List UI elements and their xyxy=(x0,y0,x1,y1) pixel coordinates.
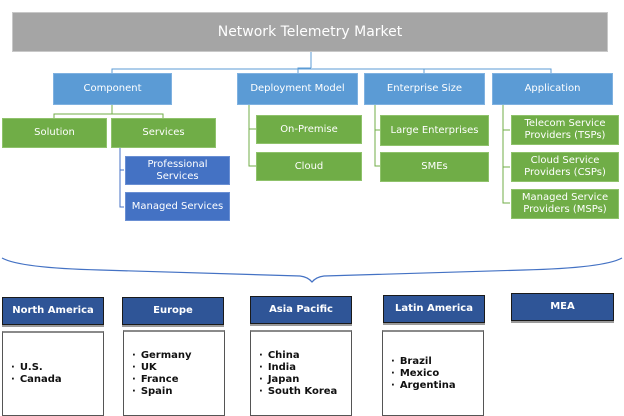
market-title: Network Telemetry Market xyxy=(12,12,608,52)
country-item: South Korea xyxy=(259,386,337,398)
category-component: Component xyxy=(53,73,172,105)
region-latin-america: Latin America xyxy=(383,295,485,323)
countries-asia-pacific: China India Japan South Korea xyxy=(250,330,352,416)
countries-north-america: U.S. Canada xyxy=(2,331,104,416)
category-deployment-model: Deployment Model xyxy=(237,73,358,105)
segment-telecom-service-providers: Telecom Service Providers (TSPs) xyxy=(511,115,619,145)
segment-solution: Solution xyxy=(2,118,107,148)
region-mea: MEA xyxy=(511,293,614,321)
category-application: Application xyxy=(492,73,613,105)
country-item: France xyxy=(132,374,192,386)
country-item: Spain xyxy=(132,386,192,398)
country-item: U.S. xyxy=(11,362,62,374)
countries-europe: Germany UK France Spain xyxy=(123,330,225,416)
region-north-america: North America xyxy=(2,297,104,325)
segment-large-enterprises: Large Enterprises xyxy=(380,115,489,146)
segment-smes: SMEs xyxy=(380,152,489,182)
country-item: Argentina xyxy=(391,380,456,392)
segment-cloud: Cloud xyxy=(256,152,362,181)
segment-services: Services xyxy=(111,118,216,148)
region-europe: Europe xyxy=(122,297,224,325)
country-item: Canada xyxy=(11,374,62,386)
country-item: China xyxy=(259,350,337,362)
country-item: Germany xyxy=(132,350,192,362)
segment-on-premise: On-Premise xyxy=(256,115,362,144)
category-enterprise-size: Enterprise Size xyxy=(364,73,485,105)
region-asia-pacific: Asia Pacific xyxy=(250,296,352,324)
segment-managed-service-providers: Managed Service Providers (MSPs) xyxy=(511,189,619,219)
country-item: Brazil xyxy=(391,356,456,368)
country-item: India xyxy=(259,362,337,374)
segment-professional-services: Professional Services xyxy=(125,156,230,185)
country-item: UK xyxy=(132,362,192,374)
regions-brace xyxy=(1,257,623,283)
country-item: Japan xyxy=(259,374,337,386)
segment-managed-services: Managed Services xyxy=(125,192,230,221)
countries-latin-america: Brazil Mexico Argentina xyxy=(382,330,484,416)
segment-cloud-service-providers: Cloud Service Providers (CSPs) xyxy=(511,152,619,182)
country-item: Mexico xyxy=(391,368,456,380)
